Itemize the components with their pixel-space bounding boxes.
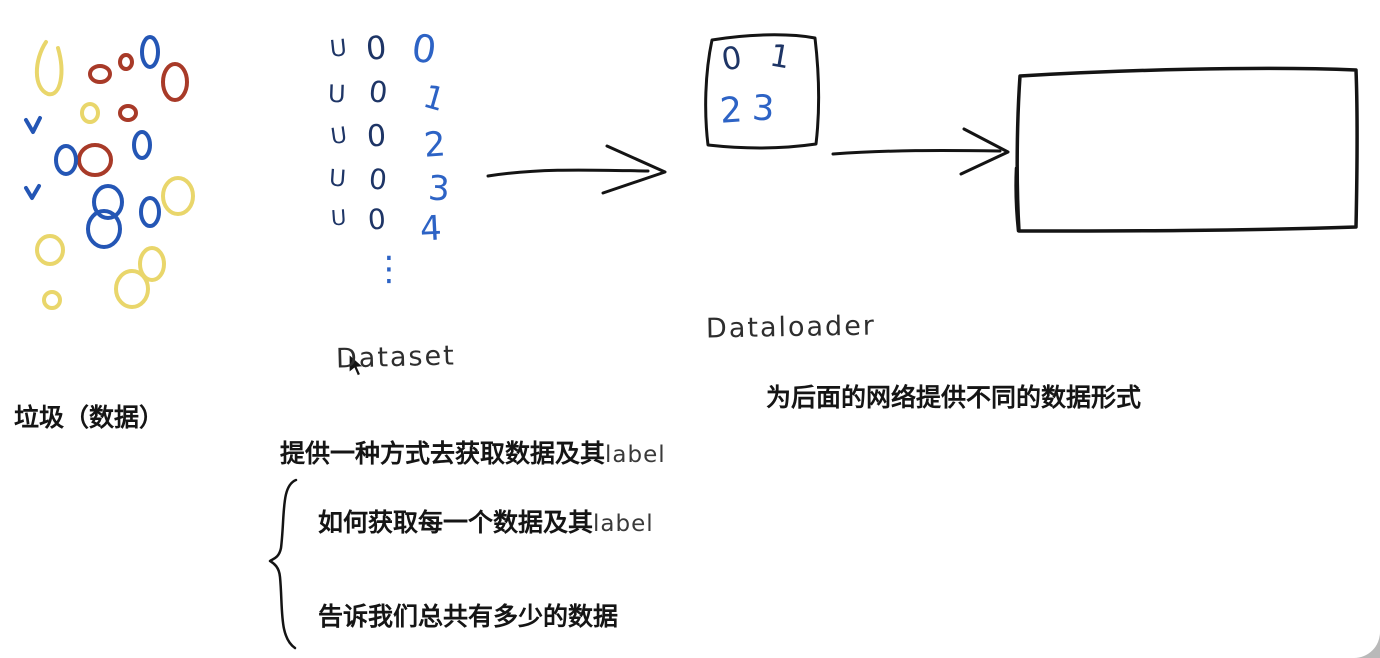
dataloader-digit: 3 [750,88,776,130]
dataset-description: 提供一种方式去获取数据及其label [280,434,666,470]
dataset-description-cn: 提供一种方式去获取数据及其 [280,440,606,468]
page-corner [1350,628,1380,658]
dataset-mark: 0 [367,74,390,110]
garbage-scribbles-icon [24,35,195,310]
dataset-mark: U [328,35,349,63]
dataset-mark: 3 [426,168,451,210]
dataset-mark: 0 [366,202,387,237]
dataset-mark: U [328,165,347,193]
dataset-description-en: label [605,442,666,468]
dataset-mark: 0 [364,28,388,68]
dataset-mark: 0 [367,162,389,197]
brace-item-1-en: label [593,511,654,537]
mouse-cursor-icon [348,352,365,377]
dataset-mark: 4 [418,208,443,250]
dataset-mark: 2 [422,124,448,166]
network-box-outline [1014,66,1359,233]
arrow-dataloader-to-network-icon [831,127,1010,176]
arrow-dataset-to-dataloader-icon [486,144,667,195]
dataloader-box-outline [704,33,821,150]
dataset-label: Dataset [335,340,457,375]
dataloader-digit: 2 [718,90,744,132]
dataset-mark: U [327,79,347,109]
dataset-mark: U [329,123,349,151]
network-note: 为后面的网络提供不同的数据形式 [766,384,1142,412]
brace-item-1-cn: 如何获取每一个数据及其 [318,509,594,537]
brace-item-2: 告诉我们总共有多少的数据 [318,603,619,631]
dataloader-label: Dataloader [705,310,877,345]
dataset-mark: U [330,205,348,231]
dataset-ellipsis: ⋮ [372,249,406,289]
dataset-mark: 0 [366,118,387,155]
brace-icon [268,478,298,650]
garbage-data-label: 垃圾（数据） [14,404,165,432]
brace-item-1: 如何获取每一个数据及其label [318,503,654,539]
